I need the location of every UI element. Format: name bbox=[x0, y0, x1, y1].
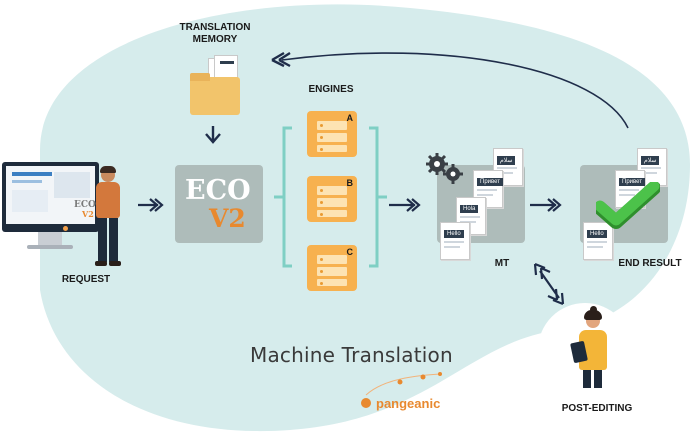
engine-b-server-icon: B bbox=[307, 176, 357, 222]
folder-icon bbox=[190, 77, 240, 115]
gears-icon bbox=[426, 153, 463, 184]
request-monitor: ECO V2 bbox=[2, 162, 99, 232]
engine-a-letter: A bbox=[346, 113, 354, 123]
post-editing-label: POST-EDITING bbox=[561, 403, 633, 414]
feedback-arrow bbox=[281, 52, 629, 129]
brand-name: pangeanic bbox=[376, 396, 441, 411]
engine-c-server-icon: C bbox=[307, 245, 357, 291]
translation-memory-icon bbox=[190, 55, 242, 117]
post-editor-person-icon bbox=[570, 306, 614, 392]
eco-v2-panel: ECO V2 bbox=[175, 165, 263, 243]
v2-logo-text: V2 bbox=[209, 204, 246, 233]
end-result-label: END RESULT bbox=[618, 258, 682, 269]
request-monitor-stand bbox=[38, 232, 62, 246]
engines-left-bracket bbox=[274, 126, 292, 268]
mt-to-result-arrow bbox=[530, 198, 562, 212]
engines-right-bracket bbox=[369, 126, 387, 268]
request-label: REQUEST bbox=[61, 274, 111, 285]
diagram-title: Machine Translation bbox=[250, 343, 453, 367]
request-chevron-arrow bbox=[138, 198, 164, 212]
brand-dot bbox=[361, 398, 371, 408]
result-doc-hello: Hello bbox=[583, 222, 613, 260]
post-edit-bidirectional-arrow bbox=[533, 262, 565, 306]
engines-label: ENGINES bbox=[308, 84, 354, 95]
engine-c-letter: C bbox=[346, 247, 354, 257]
mt-doc-hello: Hello bbox=[440, 222, 470, 260]
brand-dot-small bbox=[420, 374, 426, 380]
engine-b-letter: B bbox=[346, 178, 354, 188]
engines-to-mt-arrow bbox=[389, 198, 421, 212]
requester-person-icon bbox=[92, 166, 124, 268]
screen-eco-logo: ECO bbox=[74, 200, 96, 210]
tm-down-arrow bbox=[205, 126, 221, 144]
engine-a-server-icon: A bbox=[307, 111, 357, 157]
checkmark-icon bbox=[596, 182, 660, 229]
eco-logo-text: ECO bbox=[185, 175, 251, 206]
mt-label: MT bbox=[494, 258, 510, 269]
feedback-arrowhead bbox=[271, 51, 291, 68]
request-monitor-base bbox=[27, 245, 73, 249]
brand-dot-small bbox=[438, 372, 442, 376]
translation-memory-label: TRANSLATION MEMORY bbox=[179, 22, 251, 45]
brand-dot-small bbox=[397, 379, 403, 385]
screen-v2-logo: V2 bbox=[82, 209, 94, 219]
brand-dotted-curve bbox=[365, 373, 441, 396]
